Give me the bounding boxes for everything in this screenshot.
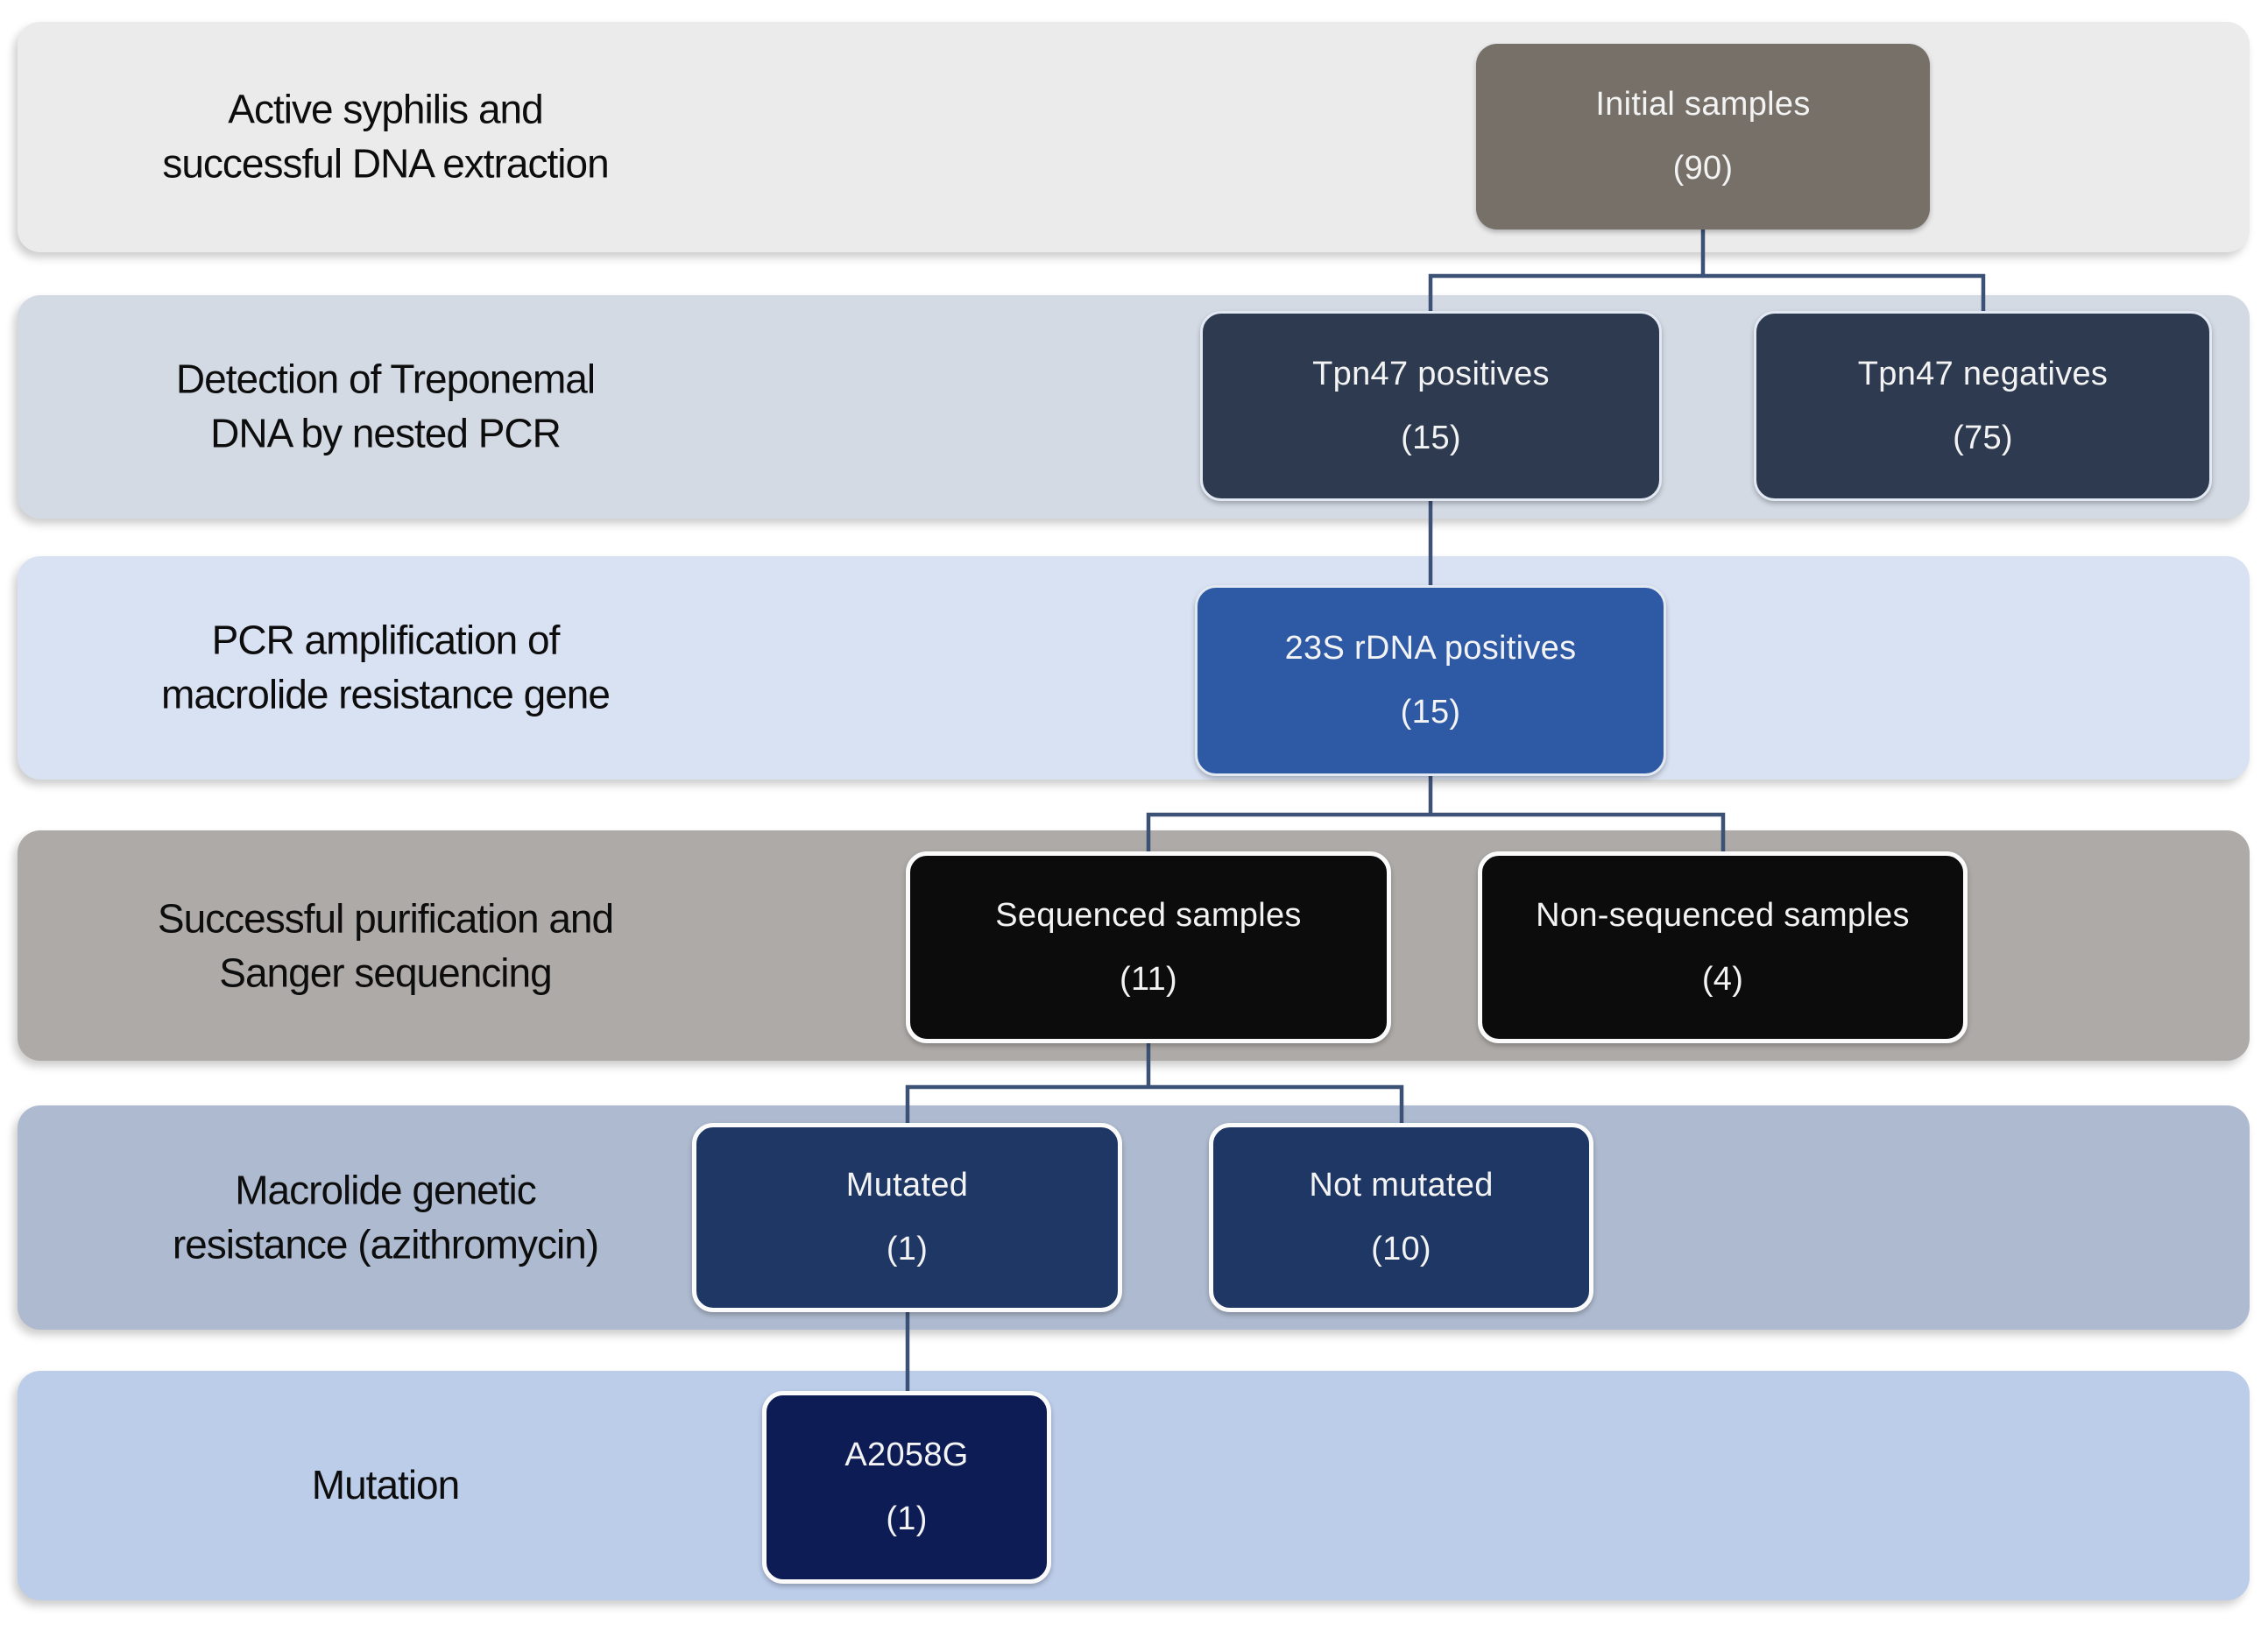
node-count: (1)	[886, 1231, 929, 1267]
stage-label-macrolide-resistance: Macrolide genetic resistance (azithromyc…	[35, 1163, 736, 1271]
stage-band-mutation	[18, 1371, 2250, 1600]
node-title: Tpn47 positives	[1312, 355, 1550, 392]
node-count: (75)	[1953, 419, 2013, 456]
node-count: (11)	[1120, 960, 1177, 998]
node-mutated: Mutated (1)	[692, 1123, 1122, 1312]
node-title: Initial samples	[1595, 86, 1811, 123]
node-initial-samples: Initial samples (90)	[1476, 44, 1930, 229]
node-title: 23S rDNA positives	[1284, 630, 1577, 667]
node-title: Non-sequenced samples	[1536, 896, 1910, 934]
stage-label-line: Mutation	[311, 1462, 460, 1508]
stage-label-line: successful DNA extraction	[162, 140, 609, 186]
stage-label-nested-pcr: Detection of Treponemal DNA by nested PC…	[35, 352, 736, 460]
node-title: Sequenced samples	[995, 896, 1302, 934]
node-tpn47-negatives: Tpn47 negatives (75)	[1754, 311, 2212, 501]
stage-label-line: Successful purification and	[157, 895, 614, 942]
node-count: (1)	[886, 1500, 928, 1537]
node-count: (4)	[1701, 960, 1744, 998]
node-title: Mutated	[845, 1167, 969, 1204]
stage-label-mutation: Mutation	[35, 1458, 736, 1513]
node-title: Not mutated	[1309, 1167, 1494, 1204]
stage-label-line: resistance (azithromycin)	[172, 1221, 599, 1267]
node-non-sequenced-samples: Non-sequenced samples (4)	[1478, 851, 1968, 1043]
stage-band-macrolide-resistance	[18, 1105, 2250, 1330]
stage-label-sanger-sequencing: Successful purification and Sanger seque…	[35, 892, 736, 999]
stage-label-dna-extraction: Active syphilis and successful DNA extra…	[35, 82, 736, 190]
stage-band-pcr-amplification	[18, 556, 2250, 780]
node-tpn47-positives: Tpn47 positives (15)	[1200, 311, 1662, 501]
stage-label-line: Detection of Treponemal	[175, 356, 596, 402]
node-23s-rdna-positives: 23S rDNA positives (15)	[1195, 585, 1666, 776]
node-a2058g: A2058G (1)	[762, 1391, 1051, 1584]
stage-label-line: PCR amplification of	[211, 617, 561, 663]
node-count: (90)	[1672, 150, 1734, 187]
node-not-mutated: Not mutated (10)	[1209, 1123, 1593, 1312]
stage-label-line: Macrolide genetic	[235, 1167, 537, 1213]
stage-label-line: Active syphilis and	[228, 86, 543, 132]
node-title: Tpn47 negatives	[1857, 355, 2109, 392]
node-sequenced-samples: Sequenced samples (11)	[906, 851, 1391, 1043]
node-count: (15)	[1401, 419, 1461, 456]
stage-label-line: Sanger sequencing	[219, 950, 552, 995]
stage-label-pcr-amplification: PCR amplification of macrolide resistanc…	[35, 613, 736, 721]
stage-label-line: DNA by nested PCR	[210, 410, 562, 455]
stage-label-line: macrolide resistance gene	[161, 671, 611, 717]
node-count: (15)	[1400, 694, 1461, 731]
node-count: (10)	[1371, 1231, 1431, 1267]
node-title: A2058G	[844, 1437, 969, 1473]
